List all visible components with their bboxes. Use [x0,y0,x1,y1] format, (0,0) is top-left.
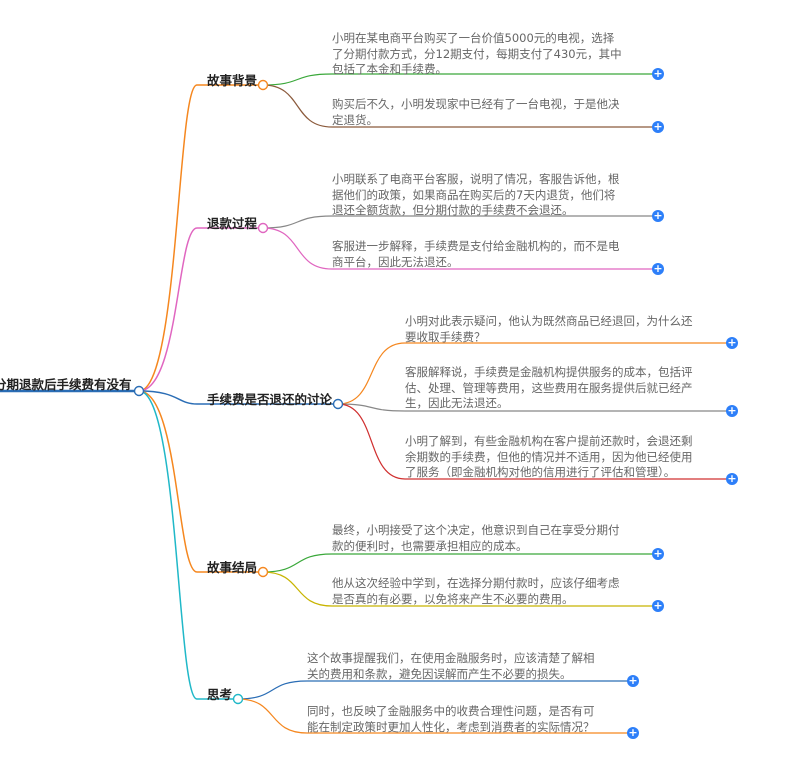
leaf-connector-2-2 [262,227,657,270]
leaf-topic[interactable]: 他从这次经验中学到，在选择分期付款时，应该仔细考虑是否真的有必要，以免将来产生不… [332,576,620,607]
branch-collapse-toggle-5[interactable] [232,693,244,705]
leaf-text-line: 生，因此无法退还。 [405,396,509,410]
leaf-topic[interactable]: 小明联系了电商平台客服，说明了情况，客服告诉他，根据他们的政策，如果商品在购买后… [332,172,620,219]
leaf-topic[interactable]: 购买后不久，小明发现家中已经有了一台电视，于是他决定退货。 [332,97,620,128]
leaf-topic[interactable]: 同时，也反映了金融服务中的收费合理性问题，是否有可能在制定政策时更加人性化，考虑… [307,704,595,735]
leaf-text-line: 款的便利时，也需要承担相应的成本。 [332,538,528,553]
branch-collapse-toggle-2[interactable] [257,222,269,234]
leaf-text-line: 要收取手续费？ [405,329,486,344]
leaf-text-line: 是否真的有必要，以免将来产生不必要的费用。 [332,591,574,606]
branch-connector-2 [138,227,263,392]
leaf-text-line: 了服务（即金融机构对他的信用进行了评估和管理）。 [405,465,676,479]
leaf-connector-3-2 [337,403,731,412]
expand-plus-icon[interactable]: + [652,209,664,222]
root-topic[interactable]: 分期退款后手续费有没有 [0,377,132,392]
leaf-text-line: 这个故事提醒我们，在使用金融服务时，应该清楚了解相 [307,651,595,665]
root-collapse-toggle[interactable] [133,385,145,397]
branch-collapse-toggle-4[interactable] [257,566,269,578]
leaf-connector-1-2 [262,84,657,128]
leaf-text-line: 最终，小明接受了这个决定，他意识到自己在享受分期付 [332,523,620,537]
leaf-text-line: 关的费用和条款，避免因误解而产生不必要的损失。 [307,666,572,681]
leaf-topic[interactable]: 小明了解到，有些金融机构在客户提前还款时，会退还剩余期数的手续费，但他的情况并不… [405,434,693,481]
leaf-text-line: 包括了本金和手续费。 [332,62,447,76]
expand-plus-icon[interactable]: + [627,726,639,739]
leaf-connector-5-2 [237,698,632,734]
leaf-text-line: 估、处理、管理等费用，这些费用在服务提供后就已经产 [405,380,693,395]
branch-connector-1 [138,84,263,392]
leaf-text-line: 能在制定政策时更加人性化，考虑到消费者的实际情况？ [307,719,595,734]
leaf-text-line: 商平台，因此无法退还。 [332,254,459,269]
leaf-topic[interactable]: 客服进一步解释，手续费是支付给金融机构的，而不是电商平台，因此无法退还。 [332,239,620,270]
branch-collapse-toggle-1[interactable] [257,79,269,91]
leaf-connector-4-2 [262,571,657,607]
leaf-connector-3-1 [337,342,731,405]
leaf-topic[interactable]: 小明对此表示疑问，他认为既然商品已经退回，为什么还要收取手续费？ [405,314,693,345]
expand-plus-icon[interactable]: + [652,120,664,133]
branch-topic-1[interactable]: 故事背景 [207,73,258,88]
branch-topic-3[interactable]: 手续费是否退还的讨论 [207,392,333,407]
leaf-topic[interactable]: 最终，小明接受了这个决定，他意识到自己在享受分期付款的便利时，也需要承担相应的成… [332,523,620,554]
leaf-text-line: 客服进一步解释，手续费是支付给金融机构的，而不是电 [332,239,620,253]
leaf-text-line: 定退货。 [332,112,378,127]
leaf-connector-3-3 [337,403,731,480]
expand-plus-icon[interactable]: + [652,262,664,275]
leaf-text-line: 余期数的手续费，但他的情况并不适用，因为他已经使用 [405,449,693,464]
expand-plus-icon[interactable]: + [652,599,664,612]
leaf-text-line: 小明对此表示疑问，他认为既然商品已经退回，为什么还 [405,314,693,328]
leaf-text-line: 退还全额货款，但分期付款的手续费不会退还。 [332,203,574,217]
branch-connector-5 [138,390,238,700]
branch-topic-2[interactable]: 退款过程 [207,216,258,231]
leaf-text-line: 据他们的政策，如果商品在购买后的7天内退货，他们将 [332,187,616,202]
leaf-connector-5-1 [237,680,632,700]
leaf-text-line: 小明联系了电商平台客服，说明了情况，客服告诉他，根 [332,172,620,186]
leaf-text-line: 小明在某电商平台购买了一台价值5000元的电视，选择 [332,31,615,45]
leaf-connector-4-1 [262,553,657,573]
expand-plus-icon[interactable]: + [652,67,664,80]
leaf-text-line: 了分期付款方式，分12期支付，每期支付了430元，其中 [332,46,622,61]
branch-collapse-toggle-3[interactable] [332,398,344,410]
leaf-text-line: 他从这次经验中学到，在选择分期付款时，应该仔细考虑 [332,576,620,590]
leaf-topic[interactable]: 客服解释说，手续费是金融机构提供服务的成本，包括评估、处理、管理等费用，这些费用… [405,365,693,412]
leaf-text-line: 小明了解到，有些金融机构在客户提前还款时，会退还剩 [405,434,693,448]
leaf-text-line: 同时，也反映了金融服务中的收费合理性问题，是否有可 [307,704,595,718]
expand-plus-icon[interactable]: + [726,404,738,417]
branch-connector-4 [138,390,263,573]
expand-plus-icon[interactable]: + [627,674,639,687]
branch-connector-3 [138,390,338,405]
branch-topic-5[interactable]: 思考 [207,687,233,702]
expand-plus-icon[interactable]: + [652,547,664,560]
expand-plus-icon[interactable]: + [726,336,738,349]
leaf-connector-1-1 [262,73,657,86]
branch-topic-4[interactable]: 故事结局 [207,560,258,575]
leaf-connector-2-1 [262,215,657,229]
leaf-text-line: 客服解释说，手续费是金融机构提供服务的成本，包括评 [405,365,693,379]
leaf-text-line: 购买后不久，小明发现家中已经有了一台电视，于是他决 [332,97,620,111]
expand-plus-icon[interactable]: + [726,472,738,485]
leaf-topic[interactable]: 小明在某电商平台购买了一台价值5000元的电视，选择了分期付款方式，分12期支付… [332,31,622,78]
leaf-topic[interactable]: 这个故事提醒我们，在使用金融服务时，应该清楚了解相关的费用和条款，避免因误解而产… [307,651,595,682]
